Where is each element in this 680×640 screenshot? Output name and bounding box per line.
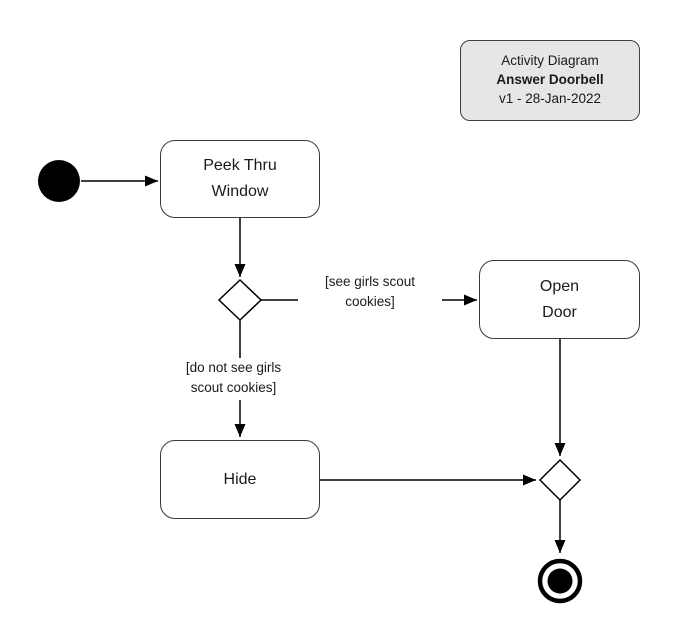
guard-label-see-cookies: [see girls scout cookies]: [298, 272, 442, 312]
activity-node-label: Hide: [223, 470, 257, 488]
guard-label-do-not-see-cookies: [do not see girls scout cookies]: [161, 358, 306, 400]
diagram-type-label: Activity Diagram: [501, 53, 599, 68]
diagram-version-date: v1 - 28-Jan-2022: [498, 91, 602, 106]
activity-node-hide: Hide: [160, 440, 320, 519]
diagram-title-box: Activity Diagram Answer Doorbell v1 - 28…: [460, 40, 640, 121]
activity-node-label: Peek Thru Window: [203, 157, 277, 200]
decision-diamond: [217, 278, 263, 322]
initial-node-icon: [38, 160, 80, 202]
diagram-title: Answer Doorbell: [496, 72, 604, 87]
merge-diamond: [538, 458, 582, 502]
activity-node-open-door: Open Door: [479, 260, 640, 339]
activity-node-label: Open Door: [539, 277, 580, 321]
final-node-inner-dot-icon: [547, 568, 573, 594]
activity-node-peek-thru-window: Peek Thru Window: [160, 140, 320, 218]
